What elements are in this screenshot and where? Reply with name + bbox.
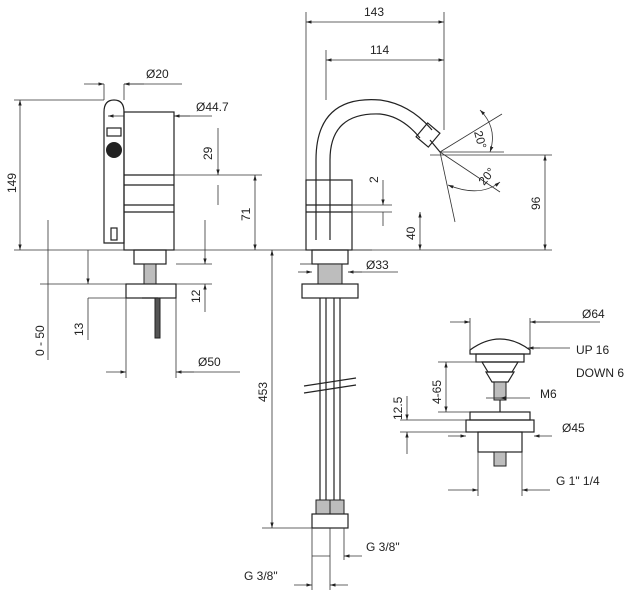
waste-detail (400, 318, 600, 496)
lever (103, 99, 125, 244)
label-h149: 149 (5, 173, 19, 193)
label-g1-1-4: G 1" 1/4 (556, 474, 600, 488)
dimension-labels: Ø20 Ø44.7 149 29 71 0 - 50 13 12 Ø50 143… (5, 5, 624, 583)
waste-cap (469, 338, 531, 355)
lever-knob (106, 142, 122, 158)
label-a20-bottom: 20° (476, 165, 499, 188)
label-d50: Ø50 (198, 355, 221, 369)
label-h29: 29 (201, 146, 215, 160)
label-h96: 96 (529, 196, 543, 210)
label-r0-50: 0 - 50 (33, 325, 47, 356)
label-up16: UP 16 (576, 343, 609, 357)
label-h12: 12 (189, 289, 203, 303)
label-d64: Ø64 (582, 307, 605, 321)
label-down6: DOWN 6 (576, 366, 624, 380)
label-m6: M6 (540, 387, 557, 401)
label-w143: 143 (364, 5, 384, 19)
label-h13: 13 (72, 322, 86, 336)
label-w114: 114 (370, 43, 389, 57)
label-h12-5: 12.5 (391, 396, 405, 420)
label-h453: 453 (256, 382, 270, 402)
front-view (262, 12, 552, 590)
label-a20-top: 20° (471, 129, 489, 150)
spout (315, 99, 433, 240)
label-d45: Ø45 (562, 421, 585, 435)
label-g38-left: G 3/8" (244, 569, 278, 583)
label-d44-7: Ø44.7 (196, 100, 229, 114)
label-h2: 2 (367, 176, 381, 183)
label-h71: 71 (239, 207, 253, 221)
front-body (305, 179, 353, 251)
side-view (14, 82, 262, 378)
mixer-body (123, 111, 175, 251)
label-r4-65: 4-65 (430, 380, 444, 404)
label-h40: 40 (404, 226, 418, 240)
label-g38-right: G 3/8" (366, 540, 400, 554)
label-d20: Ø20 (146, 67, 169, 81)
label-d33: Ø33 (366, 258, 389, 272)
